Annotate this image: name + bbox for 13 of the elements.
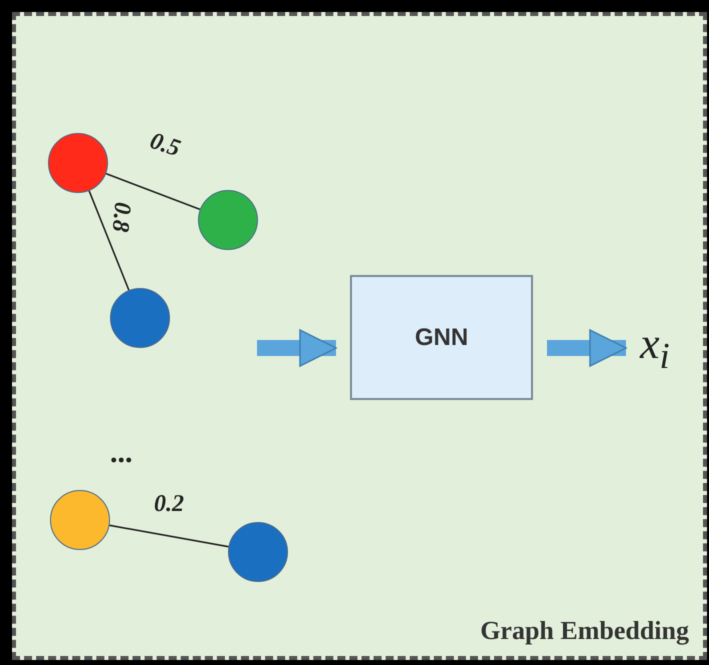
graph-edge-line xyxy=(109,524,229,548)
edge-weight-label: 0.8 xyxy=(108,201,134,233)
block-arrow xyxy=(547,329,627,367)
graph-embedding-panel xyxy=(12,12,707,660)
edge-weight-label: 0.2 xyxy=(154,492,184,516)
edge-weight-label: 0.5 xyxy=(147,128,183,162)
graph-edge-line xyxy=(88,190,130,290)
ellipsis-text: ... xyxy=(110,438,132,468)
gnn-box: GNN xyxy=(350,275,533,400)
block-arrow xyxy=(257,329,337,367)
panel-heading: Graph Embedding xyxy=(480,616,689,646)
output-symbol: x$_{i}$ xyxy=(640,322,702,374)
graph-edge-line xyxy=(106,172,200,210)
